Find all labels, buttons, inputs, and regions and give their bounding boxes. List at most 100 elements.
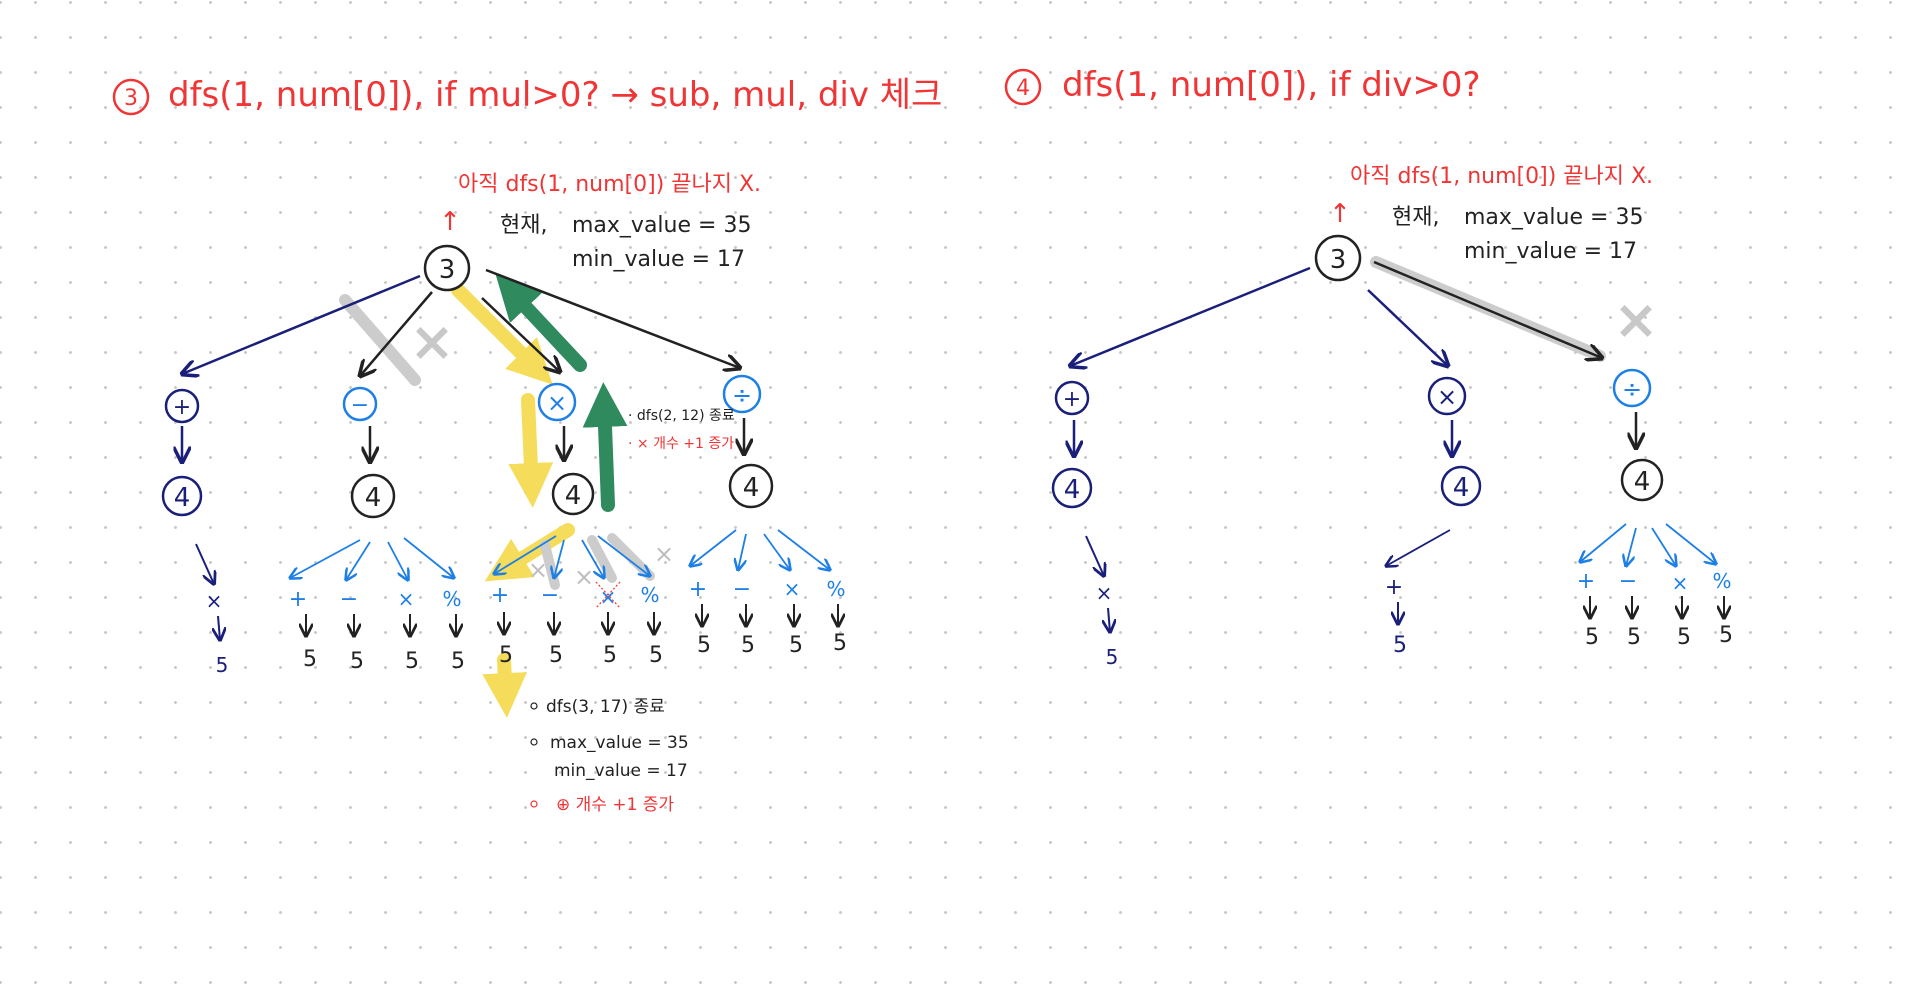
left-g4-edge-1 [690, 529, 737, 566]
left-note-4: ⊕ 개수 +1 증가 [556, 795, 674, 815]
left-op-minus-node [342, 386, 378, 422]
right-l2-label-2: 4 [1453, 473, 1470, 503]
left-note-2: max_value = 35 [550, 733, 689, 753]
right-heading-text: dfs(1, num[0]), if div>0? [1062, 65, 1481, 105]
right-g3-value-2: 5 [1627, 625, 1641, 650]
right-unfinished-note: 아직 dfs(1, num[0]) 끝나지 X. [1350, 164, 1653, 189]
left-g3-op-4: % [640, 583, 659, 607]
left-g2-op-4: % [442, 587, 461, 611]
left-root-label: 3 [439, 255, 456, 285]
left-g2: + − × % 5 5 5 5 [289, 537, 465, 674]
left-yellow-arrow-down [451, 283, 553, 385]
left-op-plus-label: + [173, 395, 191, 420]
left-g2-edge-3 [387, 541, 408, 580]
left-g4-value-3: 5 [789, 633, 803, 658]
left-op-div-label: ÷ [732, 381, 752, 409]
left-g2-op-3: × [398, 587, 415, 611]
left-g3-edge-3 [581, 539, 604, 578]
left-l2-label-2: 4 [365, 483, 382, 513]
left-current-label: 현재, [500, 213, 547, 238]
left-op-minus-label: − [351, 393, 369, 418]
right-g3-edge-3 [1651, 527, 1676, 566]
left-heading-text: dfs(1, num[0]), if mul>0? → sub, mul, di… [168, 75, 942, 115]
left-g1-edge [195, 543, 214, 584]
left-edge-root-minus [360, 291, 433, 376]
left-max-value: max_value = 35 [572, 213, 751, 238]
left-cross-minus: × [409, 310, 454, 373]
left-g4-value-1: 5 [697, 633, 711, 658]
left-heading-number-circle [112, 78, 150, 116]
left-cross-small-2: × [574, 563, 594, 591]
right-g3-value-4: 5 [1719, 623, 1733, 648]
left-g2-edge-2 [346, 541, 371, 580]
right-op-div-label: ÷ [1622, 375, 1642, 403]
left-note-3: min_value = 17 [554, 761, 688, 781]
right-op-mul-node [1427, 376, 1467, 416]
left-g2-value-1: 5 [303, 647, 317, 672]
right-g1-edge [1085, 535, 1104, 576]
left-g3-op-2: − [541, 583, 559, 608]
left-g2-op-2: − [340, 587, 358, 612]
left-bullet-4 [530, 800, 538, 808]
left-yellow-arrow-to-notes [482, 653, 528, 718]
left-yellow-arrow-to-plus [484, 523, 575, 582]
left-g1-op: × [206, 589, 223, 613]
left-g4-value-2: 5 [741, 633, 755, 658]
right-l2-node-3 [1620, 458, 1664, 502]
left-g4-edge-4 [777, 529, 830, 570]
left-l2-node-4 [728, 463, 774, 509]
right-min-value: min_value = 17 [1464, 239, 1637, 264]
left-gray-highlight-sub1 [587, 535, 617, 583]
right-heading-number: 4 [1016, 76, 1030, 101]
right-g1-op: × [1096, 581, 1113, 605]
left-g4-op-4: % [826, 577, 845, 601]
right-g3-value-3: 5 [1677, 625, 1691, 650]
right-max-value: max_value = 35 [1464, 205, 1643, 230]
right-g3-edge-4 [1665, 523, 1716, 564]
right-edge-root-div [1373, 260, 1602, 358]
left-l2-label-4: 4 [743, 473, 760, 503]
right-g2-value: 5 [1393, 633, 1407, 658]
right-l2-label-1: 4 [1064, 475, 1081, 505]
right-g3-edge-1 [1580, 523, 1627, 562]
left-g3-value-2: 5 [549, 643, 563, 668]
left-edge-root-plus [182, 274, 421, 374]
right-l2-node-1 [1051, 467, 1093, 509]
left-g3-value-3: 5 [603, 643, 617, 668]
right-g1-arrow [1108, 607, 1110, 632]
left-g4-edge-2 [738, 533, 747, 570]
right-op-plus-node [1054, 380, 1090, 416]
right-g3-value-1: 5 [1585, 625, 1599, 650]
left-g3-edge-2 [554, 539, 565, 578]
left-edge-root-div [485, 268, 740, 368]
left-g1-value: 5 [216, 653, 229, 677]
left-l2-label-1: 4 [174, 483, 191, 513]
left-unfinished-note: 아직 dfs(1, num[0]) 끝나지 X. [458, 172, 761, 197]
left-yellow-arrow-to-4 [508, 393, 554, 508]
left-g3-value-4: 5 [649, 643, 663, 668]
right-g3: + − × % 5 5 5 5 [1577, 523, 1733, 650]
left-g3: + − × % 5 5 5 5 [491, 535, 663, 668]
left-g2-value-3: 5 [405, 649, 419, 674]
right-l2-node-2 [1440, 465, 1482, 507]
right-g3-op-3: × [1672, 571, 1689, 595]
left-g2-value-4: 5 [451, 649, 465, 674]
left-min-value: min_value = 17 [572, 247, 745, 272]
left-root-node [423, 244, 471, 292]
right-g3-op-1: + [1577, 569, 1595, 594]
left-g3-value-1: 5 [499, 643, 513, 668]
left-l2-node-2 [350, 473, 396, 519]
right-g2-edge [1386, 529, 1451, 566]
right-l2-label-3: 4 [1634, 467, 1651, 497]
right-g2-op: + [1385, 575, 1403, 600]
right-up-arrow: ↑ [1329, 199, 1351, 229]
left-g4-op-2: − [733, 577, 751, 602]
left-op-div-node [722, 374, 762, 414]
right-root-node [1314, 234, 1362, 282]
left-g2-edge-4 [403, 537, 454, 578]
left-diagram: 3 dfs(1, num[0]), if mul>0? → sub, mul, … [112, 75, 942, 815]
right-root-label: 3 [1330, 245, 1347, 275]
right-op-plus-label: + [1063, 387, 1081, 412]
right-g3-op-4: % [1712, 569, 1731, 593]
